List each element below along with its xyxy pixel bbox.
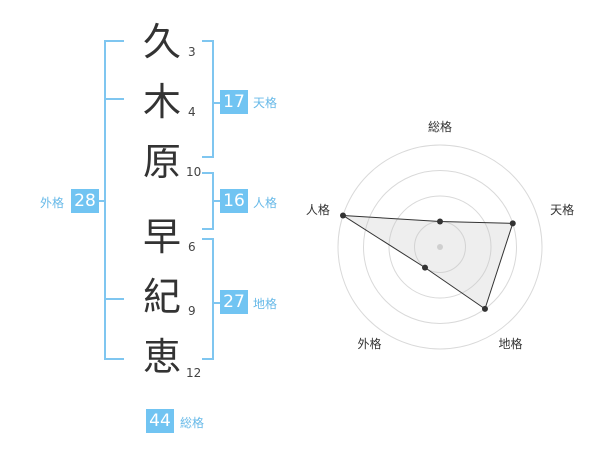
tenkaku-badge: 17 <box>220 90 248 114</box>
radar-axis-label: 総格 <box>428 119 452 134</box>
chikaku-label: 地格 <box>253 297 278 311</box>
radar-series-area <box>342 214 514 310</box>
surname-char-3: 原 <box>142 140 181 184</box>
soukaku-badge: 44 <box>146 409 174 433</box>
radar-axis-label: 人格 <box>306 202 330 217</box>
gaikaku-label: 外格 <box>40 196 65 210</box>
radar-axis-label: 天格 <box>550 202 574 217</box>
jinkaku-badge: 16 <box>220 189 248 213</box>
radar-grid-ring <box>363 170 517 324</box>
stroke-count-4: 6 <box>188 240 196 254</box>
stroke-count-1: 3 <box>188 45 196 59</box>
given-char-3: 恵 <box>142 335 181 379</box>
stroke-count-5: 9 <box>188 304 196 318</box>
stroke-count-6: 12 <box>186 366 202 380</box>
radar-point <box>509 220 516 227</box>
radar-point <box>339 212 346 219</box>
soukaku-label: 総格 <box>180 416 205 430</box>
radar-point <box>437 218 443 225</box>
radar-axis-label: 地格 <box>499 336 523 351</box>
radar-axis-label: 外格 <box>357 336 381 351</box>
given-char-1: 早 <box>142 215 181 259</box>
tenkaku-label: 天格 <box>253 96 278 110</box>
radar-point <box>481 305 488 312</box>
radar-grid-ring <box>388 195 492 299</box>
gaikaku-badge: 28 <box>71 189 99 213</box>
chikaku-badge: 27 <box>220 290 248 314</box>
jinkaku-label: 人格 <box>253 196 278 210</box>
stroke-count-3: 10 <box>186 165 202 179</box>
stroke-count-2: 4 <box>188 105 196 119</box>
surname-char-2: 木 <box>142 80 181 124</box>
radar-point <box>422 264 429 271</box>
given-char-2: 紀 <box>142 275 181 319</box>
radar-center <box>437 244 443 250</box>
radar-grid-ring <box>337 144 543 350</box>
surname-char-1: 久 <box>142 20 181 64</box>
